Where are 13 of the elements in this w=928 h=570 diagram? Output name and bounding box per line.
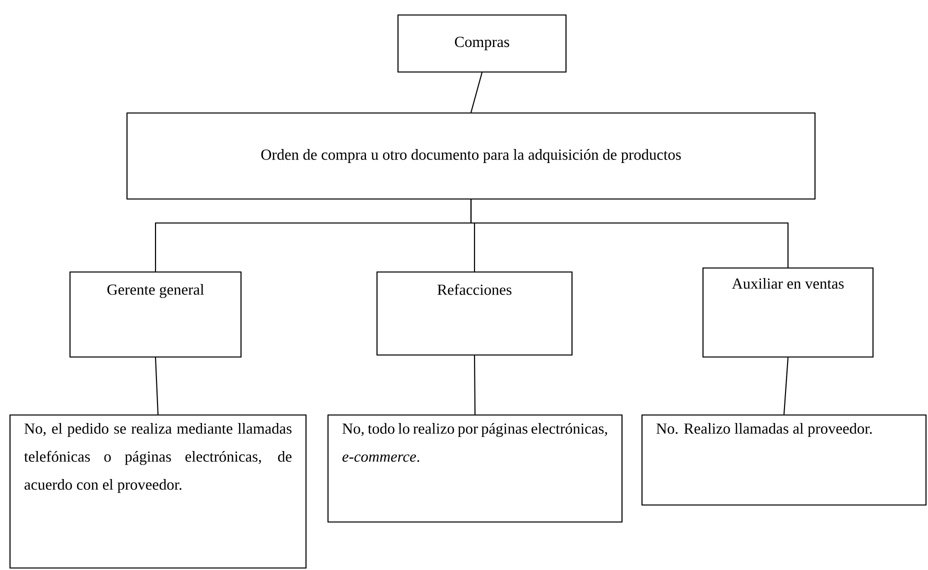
role-box: Gerente general: [69, 271, 242, 358]
document-box: Orden de compra u otro documento para la adquisición de productos: [126, 112, 816, 200]
answer-box: No, todo lo realizo por páginas electrónicas, e-commerce.: [327, 414, 623, 523]
connector-line: [154, 358, 159, 414]
answer-box: No, el pedido se realiza mediante llamadas telefónicas o páginas electrónicas, de acuerdo con el proveedor.: [9, 414, 307, 569]
connector-line: [474, 356, 476, 414]
connector-line: [470, 72, 483, 113]
role-box: Refacciones: [376, 271, 573, 356]
connector-line: [783, 357, 789, 414]
role-box: Auxiliar en ventas: [702, 267, 874, 358]
connector-line: [470, 200, 789, 268]
answer-box: No. Realizo llamadas al proveedor.: [641, 414, 927, 506]
heading-box: Compras: [397, 14, 567, 73]
